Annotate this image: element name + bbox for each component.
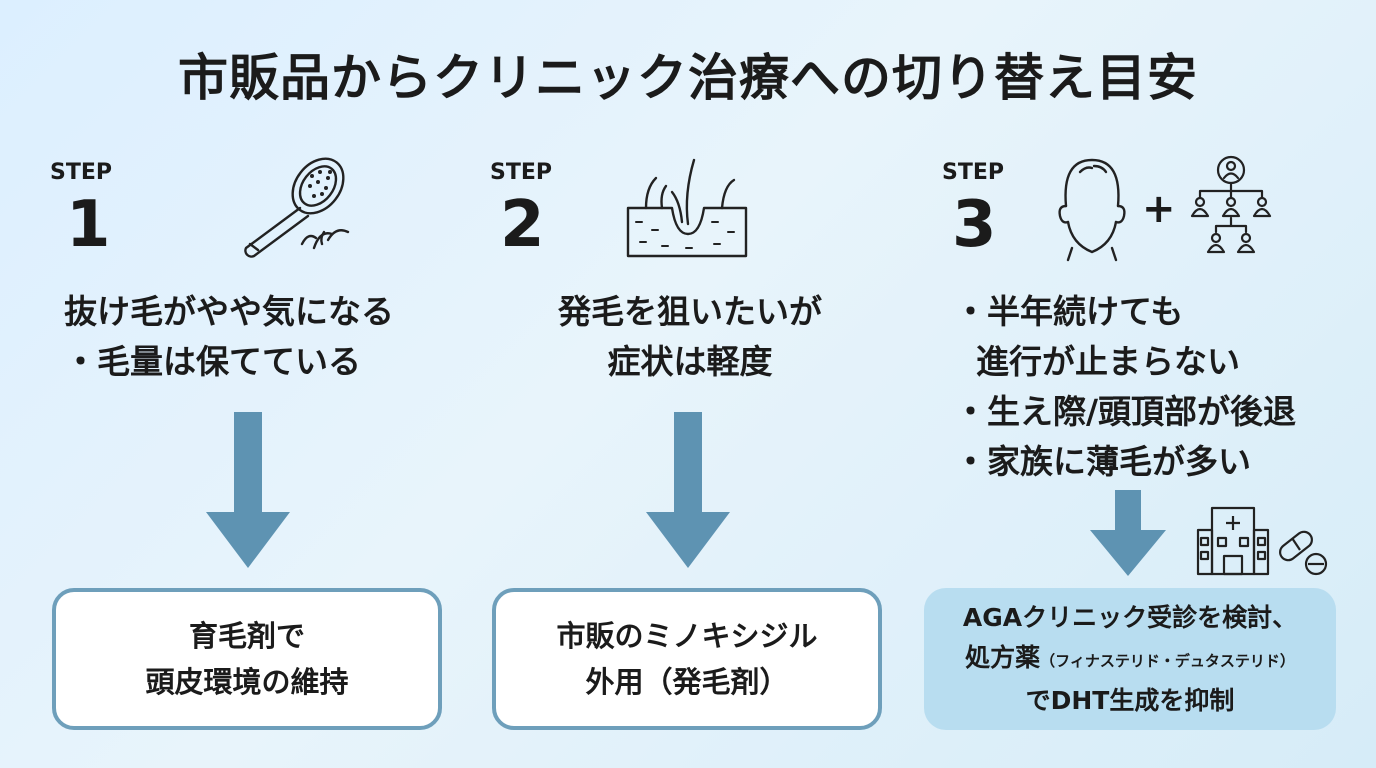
drug-names: （フィナステリド・デュタステリド） bbox=[1040, 651, 1295, 670]
step1-number: 1 bbox=[66, 188, 111, 262]
hairbrush-icon bbox=[244, 157, 350, 258]
step3-description: ・半年続けても 進行が止まらない ・生え際/頭頂部が後退 ・家族に薄毛が多い bbox=[954, 287, 1296, 487]
hospital-icon bbox=[1196, 506, 1270, 576]
step1-result-line: 頭皮環境の維持 bbox=[145, 665, 349, 699]
step3-line: 進行が止まらない bbox=[976, 342, 1240, 381]
plus-sign: + bbox=[1142, 186, 1176, 232]
down-arrow-icon bbox=[1090, 490, 1166, 576]
step3-result-box: AGAクリニック受診を検討、 処方薬（フィナステリド・デュタステリド） でDHT… bbox=[924, 588, 1336, 730]
step1-description: 抜け毛がやや気になる ・毛量は保てている bbox=[64, 287, 394, 387]
step1-result-line: 育毛剤で bbox=[188, 619, 305, 653]
step2-line: 発毛を狙いたいが bbox=[558, 292, 822, 331]
step3-line: ・半年続けても bbox=[954, 292, 1184, 331]
step3-line: ・家族に薄毛が多い bbox=[954, 442, 1251, 481]
step1-result-box: 育毛剤で 頭皮環境の維持 bbox=[52, 588, 442, 730]
step3-line: ・生え際/頭頂部が後退 bbox=[954, 392, 1297, 431]
step2-description: 発毛を狙いたいが 症状は軽度 bbox=[500, 287, 880, 387]
step3-number: 3 bbox=[952, 188, 997, 262]
step2-result-line: 外用（発毛剤） bbox=[585, 665, 789, 699]
step2-result-line: 市販のミノキシジル bbox=[556, 619, 818, 653]
step2-label: STEP bbox=[490, 160, 553, 185]
step1-line: ・毛量は保てている bbox=[64, 342, 361, 381]
pill-icon bbox=[1279, 530, 1328, 576]
down-arrow-icon bbox=[646, 412, 730, 568]
step2-number: 2 bbox=[500, 188, 545, 262]
step3-result-line: 処方薬（フィナステリド・デュタステリド） bbox=[965, 638, 1295, 681]
step2-result-box: 市販のミノキシジル 外用（発毛剤） bbox=[492, 588, 882, 730]
prescription-label: 処方薬 bbox=[965, 642, 1041, 672]
down-arrow-icon bbox=[206, 412, 290, 568]
step1-line: 抜け毛がやや気になる bbox=[64, 292, 394, 331]
step1-label: STEP bbox=[50, 160, 113, 185]
step3-result-line: AGAクリニック受診を検討、 bbox=[962, 602, 1298, 632]
family-tree-icon bbox=[1190, 155, 1272, 254]
head-icon bbox=[1058, 158, 1126, 262]
step3-result-line: でDHT生成を抑制 bbox=[1025, 685, 1235, 715]
page-title: 市販品からクリニック治療への切り替え目安 bbox=[178, 49, 1198, 107]
step3-label: STEP bbox=[942, 160, 1005, 185]
step2-line: 症状は軽度 bbox=[607, 342, 773, 381]
scalp-follicle-icon bbox=[626, 158, 748, 258]
